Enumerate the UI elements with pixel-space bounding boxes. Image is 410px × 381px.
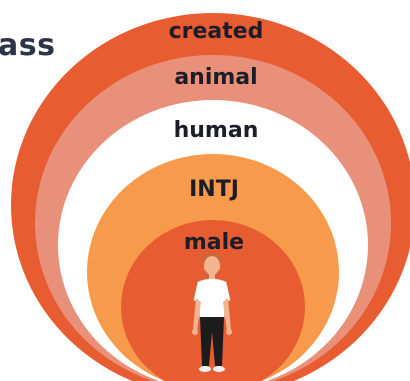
label-animal: animal [174,65,257,90]
title-fragment: ass [0,28,56,63]
person-icon [192,253,232,372]
label-created: created [169,19,264,44]
label-human: human [174,118,259,143]
label-male: male [184,230,244,255]
label-intj: INTJ [189,177,239,202]
